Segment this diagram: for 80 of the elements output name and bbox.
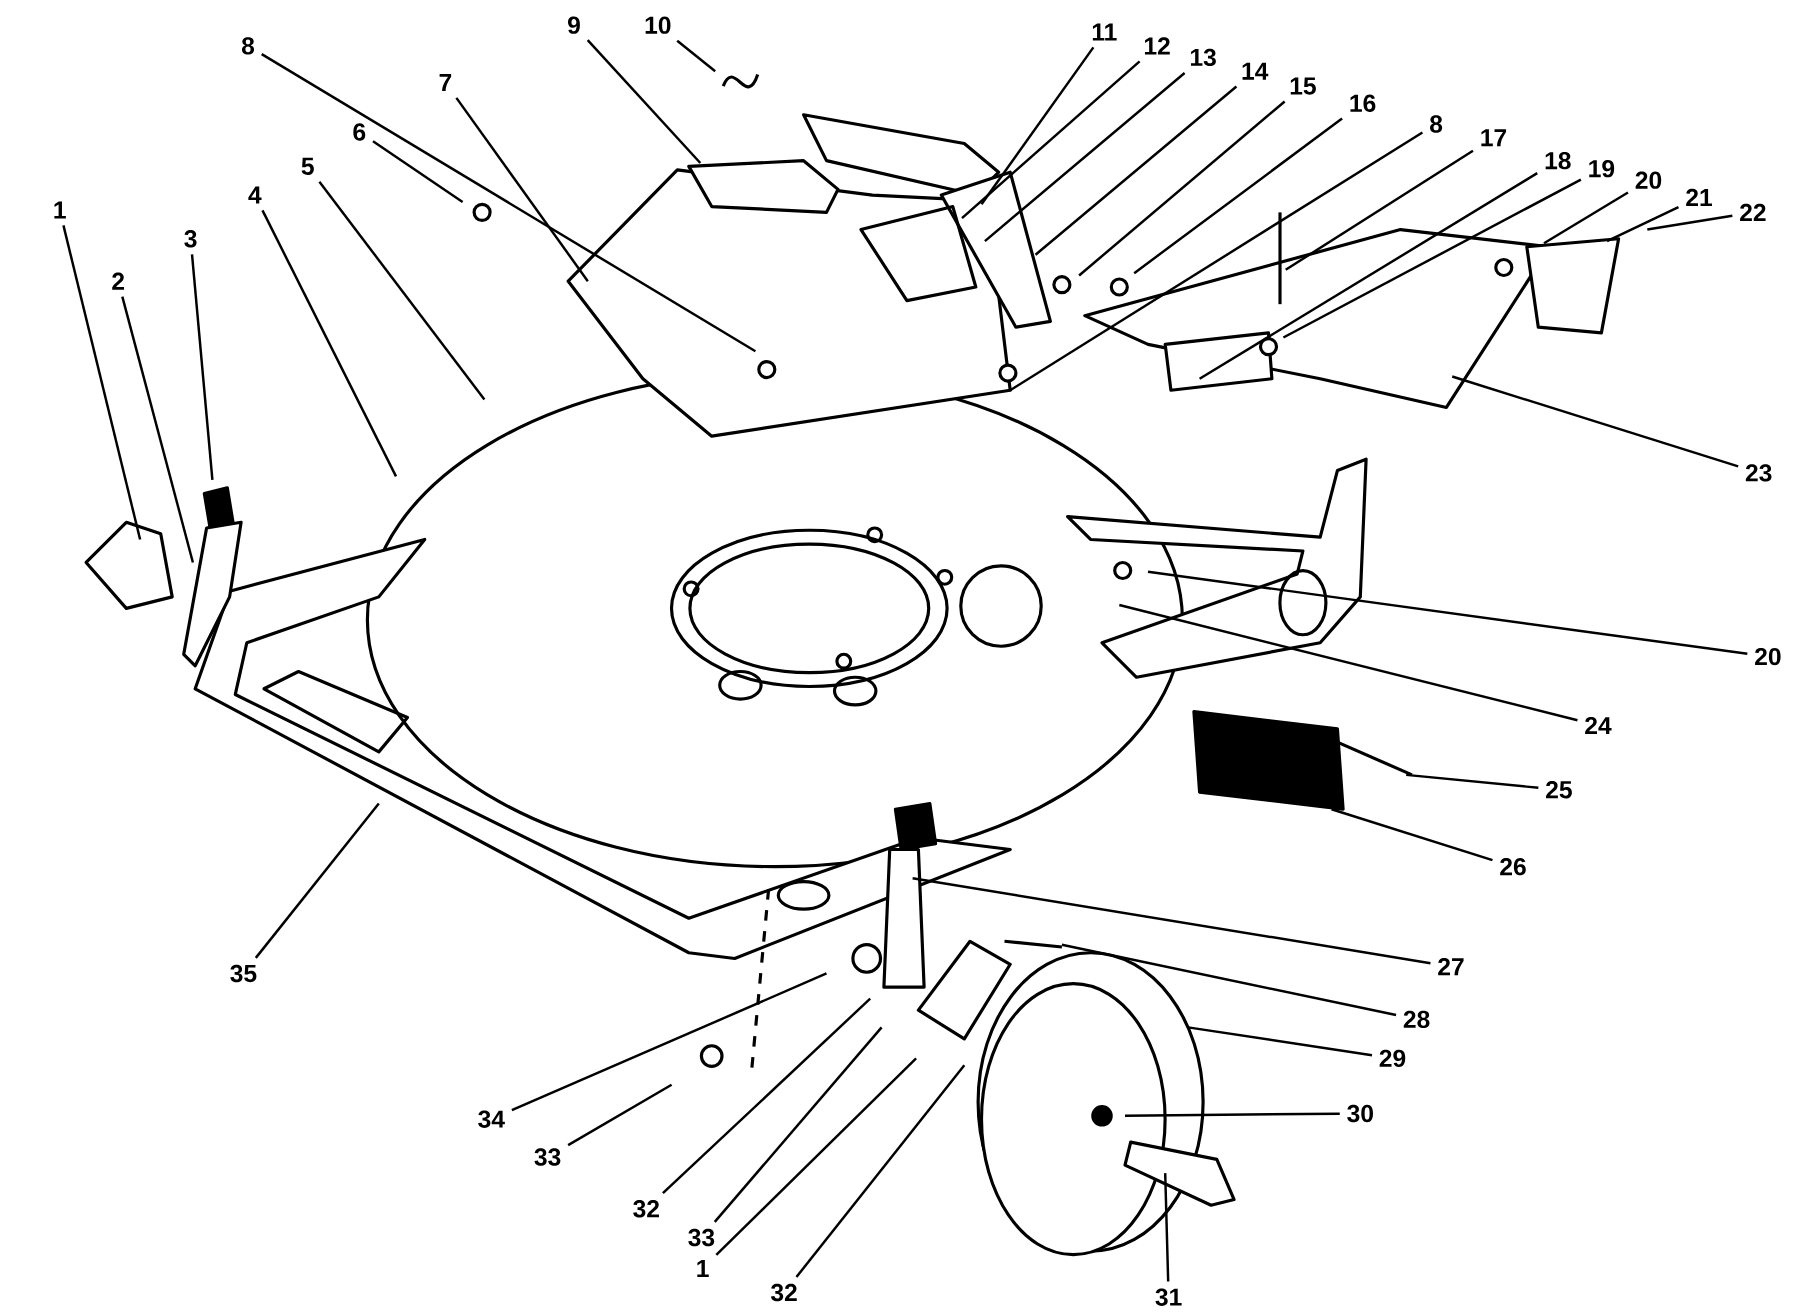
leader-line (1606, 206, 1679, 243)
callout-number: 16 (1350, 94, 1376, 112)
callout-number: 11 (1092, 23, 1117, 41)
leader-line (1451, 375, 1739, 468)
leader-line (1125, 1112, 1340, 1117)
callout-number: 10 (645, 16, 671, 34)
callout-number: 15 (1290, 77, 1316, 95)
callout-number: 26 (1500, 857, 1526, 876)
leader-line (254, 802, 380, 959)
leader-line (715, 1057, 917, 1256)
leader-line (1061, 943, 1397, 1017)
leader-line (511, 972, 827, 1112)
callout-number: 22 (1740, 203, 1766, 221)
callout-number: 24 (1585, 716, 1612, 734)
leader-line (961, 60, 1141, 219)
callout-number: 2 (112, 272, 125, 290)
leader-line (318, 181, 486, 401)
leader-line (62, 225, 142, 540)
callout-number: 23 (1745, 464, 1772, 482)
leader-line (261, 53, 757, 353)
leader-line (261, 209, 398, 477)
callout-number: 4 (248, 186, 262, 204)
leader-line (1282, 178, 1582, 339)
callout-number: 30 (1347, 1104, 1373, 1123)
callout-number: 20 (1635, 171, 1662, 189)
leader-line (676, 39, 716, 73)
callout-number: 12 (1144, 37, 1170, 55)
callout-number: 28 (1403, 1010, 1430, 1028)
callout-number: 1 (697, 1259, 709, 1277)
callout-number: 8 (1430, 115, 1443, 133)
leader-line (662, 997, 872, 1195)
leader-line (1198, 172, 1538, 380)
callout-number: 33 (534, 1148, 561, 1166)
callout-number: 7 (439, 74, 452, 91)
callout-number: 32 (770, 1283, 797, 1302)
callout-number: 21 (1686, 188, 1712, 206)
callout-number: 1 (54, 201, 66, 219)
leader-line (795, 1064, 966, 1278)
callout-number: 8 (241, 37, 255, 55)
callout-number: 9 (568, 16, 580, 34)
callout-number: 5 (301, 157, 314, 175)
callout-number: 32 (633, 1200, 659, 1218)
leader-line (567, 1083, 673, 1147)
leader-line (1406, 773, 1539, 789)
callout-number: 27 (1438, 958, 1464, 976)
callout-number: 18 (1545, 151, 1571, 170)
callout-number: 14 (1242, 62, 1269, 80)
leader-line (713, 1026, 883, 1223)
callout-number: 33 (688, 1228, 715, 1247)
leader-line (372, 140, 464, 203)
leader-line (1331, 808, 1493, 862)
callout-number: 6 (353, 123, 366, 141)
leader-line (1133, 117, 1343, 275)
callout-number: 20 (1755, 647, 1781, 666)
leader-line (1647, 214, 1733, 231)
callout-number: 3 (184, 230, 197, 248)
callout-number: 19 (1589, 159, 1615, 178)
callout-number: 29 (1379, 1049, 1406, 1067)
callout-number: 17 (1481, 129, 1507, 147)
leader-line (1034, 85, 1238, 256)
leader-line (1147, 570, 1748, 655)
leader-line (912, 876, 1431, 965)
leader-line (455, 97, 589, 282)
leader-line (1285, 149, 1474, 271)
leader-line (1543, 191, 1629, 245)
leader-line (1187, 1026, 1373, 1057)
callout-number: 34 (478, 1110, 505, 1128)
callout-number: 25 (1546, 781, 1572, 799)
leader-line (980, 46, 1095, 205)
leader-line (984, 72, 1186, 242)
leader-line (1009, 131, 1424, 392)
leader-line (1078, 100, 1286, 277)
leader-line (121, 296, 195, 563)
callout-number: 35 (230, 964, 257, 983)
callout-number: 31 (1155, 1288, 1182, 1306)
leader-line (190, 254, 214, 480)
leader-line (1119, 603, 1578, 722)
leader-line (1163, 1173, 1170, 1282)
leader-line (586, 39, 702, 164)
callout-number: 13 (1190, 48, 1216, 67)
